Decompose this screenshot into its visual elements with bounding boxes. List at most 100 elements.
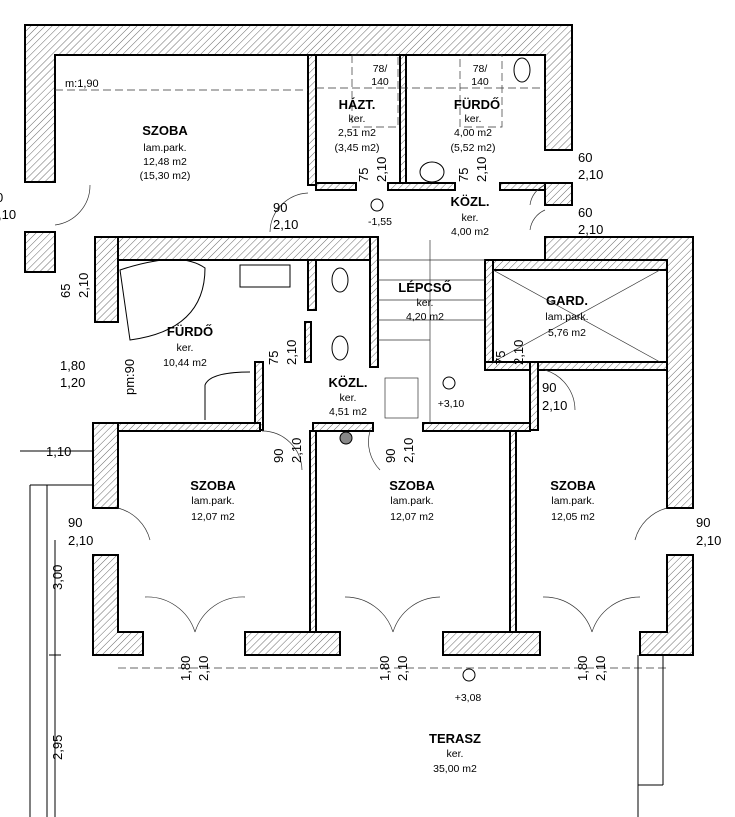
svg-text:2,10: 2,10	[511, 340, 526, 365]
svg-text:2,10: 2,10	[696, 533, 721, 548]
svg-text:60: 60	[578, 150, 592, 165]
svg-text:90: 90	[696, 515, 710, 530]
room-szoba-nw: m:1,90 SZOBA lam.park. 12,48 m2 (15,30 m…	[65, 78, 190, 182]
svg-text:,10: ,10	[0, 207, 16, 222]
svg-text:KÖZL.: KÖZL.	[329, 375, 368, 390]
svg-text:90: 90	[271, 449, 286, 463]
walls	[24, 24, 694, 656]
svg-text:75: 75	[493, 351, 508, 365]
svg-text:2,10: 2,10	[196, 656, 211, 681]
level-markers: -1,55 +3,10 +3,08	[339, 198, 482, 704]
svg-text:SZOBA: SZOBA	[190, 478, 236, 493]
svg-text:2,10: 2,10	[578, 222, 603, 237]
svg-text:lam.park.: lam.park.	[390, 495, 433, 507]
room-kozl-n: KÖZL. ker. 4,00 m2	[451, 194, 490, 238]
room-lepcso: LÉPCSŐ ker. 4,20 m2	[398, 280, 451, 323]
room-gard: GARD. lam.park. 5,76 m2	[545, 293, 588, 339]
svg-text:140: 140	[371, 76, 389, 88]
svg-text:2,10: 2,10	[401, 438, 416, 463]
svg-text:75: 75	[266, 351, 281, 365]
room-furdo-w: FÜRDŐ ker. 10,44 m2 pm:90	[122, 324, 213, 395]
svg-text:LÉPCSŐ: LÉPCSŐ	[398, 280, 451, 295]
svg-text:4,20 m2: 4,20 m2	[406, 311, 444, 323]
svg-text:FÜRDŐ: FÜRDŐ	[454, 97, 500, 112]
svg-text:ker.: ker.	[417, 297, 434, 309]
svg-text:0: 0	[0, 190, 3, 205]
level-terasz: +3,08	[455, 692, 482, 704]
svg-text:1,80: 1,80	[377, 656, 392, 681]
room-szoba-sm: SZOBA lam.park. 12,07 m2	[389, 478, 435, 523]
svg-text:(15,30 m2): (15,30 m2)	[140, 170, 191, 182]
svg-text:SZOBA: SZOBA	[142, 123, 188, 138]
level-marker-icon	[442, 376, 456, 390]
room-terasz: TERASZ ker. 35,00 m2	[429, 731, 481, 775]
room-furdo-n: 78/ 140 FÜRDŐ ker. 4,00 m2 (5,52 m2)	[451, 63, 501, 154]
svg-text:90: 90	[68, 515, 82, 530]
fixtures	[20, 54, 670, 817]
svg-text:1,80: 1,80	[60, 358, 85, 373]
svg-text:90: 90	[383, 449, 398, 463]
svg-text:75: 75	[456, 168, 471, 182]
svg-text:lam.park.: lam.park.	[551, 495, 594, 507]
svg-text:140: 140	[471, 76, 489, 88]
svg-text:4,00 m2: 4,00 m2	[454, 127, 492, 139]
svg-text:m:1,90: m:1,90	[65, 78, 99, 90]
svg-text:4,51 m2: 4,51 m2	[329, 406, 367, 418]
chimney-icon	[339, 431, 353, 445]
svg-text:12,07 m2: 12,07 m2	[390, 511, 434, 523]
dimension-labels: 1,10 3,00 2,95	[46, 444, 71, 817]
svg-text:TERASZ: TERASZ	[429, 731, 481, 746]
svg-text:pm:90: pm:90	[122, 359, 137, 395]
svg-text:lam.park.: lam.park.	[143, 142, 186, 154]
room-szoba-se: SZOBA lam.park. 12,05 m2	[550, 478, 596, 523]
level-kozl-n: -1,55	[368, 216, 392, 228]
svg-text:60: 60	[578, 205, 592, 220]
svg-text:(5,52 m2): (5,52 m2)	[451, 142, 496, 154]
svg-text:12,48 m2: 12,48 m2	[143, 156, 187, 168]
svg-text:10,44 m2: 10,44 m2	[163, 357, 207, 369]
svg-text:2,10: 2,10	[578, 167, 603, 182]
room-hazt: 78/ 140 HÁZT. ker. 2,51 m2 (3,45 m2)	[335, 63, 389, 154]
svg-text:35,00 m2: 35,00 m2	[433, 763, 477, 775]
svg-text:lam.park.: lam.park.	[191, 495, 234, 507]
level-marker-icon	[462, 668, 476, 682]
svg-text:ker.: ker.	[462, 212, 479, 224]
svg-text:2,10: 2,10	[76, 273, 91, 298]
svg-text:12,05 m2: 12,05 m2	[551, 511, 595, 523]
svg-text:GARD.: GARD.	[546, 293, 588, 308]
svg-text:5,76 m2: 5,76 m2	[548, 327, 586, 339]
svg-text:2,10: 2,10	[284, 340, 299, 365]
svg-text:1,80: 1,80	[575, 656, 590, 681]
svg-text:12,07 m2: 12,07 m2	[191, 511, 235, 523]
svg-text:FÜRDŐ: FÜRDŐ	[167, 324, 213, 339]
svg-text:1,80: 1,80	[178, 656, 193, 681]
svg-text:90: 90	[542, 380, 556, 395]
svg-text:65: 65	[58, 284, 73, 298]
svg-text:2,95: 2,95	[50, 735, 65, 760]
svg-text:3,00: 3,00	[50, 565, 65, 590]
svg-text:ker.: ker.	[340, 392, 357, 404]
svg-text:SZOBA: SZOBA	[550, 478, 596, 493]
svg-text:1,10: 1,10	[46, 444, 71, 459]
svg-text:ker.: ker.	[447, 748, 464, 760]
svg-text:SZOBA: SZOBA	[389, 478, 435, 493]
svg-text:HÁZT.: HÁZT.	[339, 97, 376, 112]
svg-text:4,00 m2: 4,00 m2	[451, 226, 489, 238]
room-szoba-sw: SZOBA lam.park. 12,07 m2	[190, 478, 236, 523]
svg-text:2,10: 2,10	[68, 533, 93, 548]
svg-text:ker.: ker.	[177, 342, 194, 354]
svg-text:2,10: 2,10	[593, 656, 608, 681]
svg-text:(3,45 m2): (3,45 m2)	[335, 142, 380, 154]
room-kozl-s: KÖZL. ker. 4,51 m2	[329, 375, 368, 418]
svg-text:75: 75	[356, 168, 371, 182]
svg-text:2,10: 2,10	[374, 157, 389, 182]
level-kozl-s: +3,10	[438, 398, 465, 410]
svg-text:2,10: 2,10	[273, 217, 298, 232]
svg-text:78/: 78/	[473, 63, 488, 75]
level-marker-icon	[370, 198, 384, 212]
svg-text:2,10: 2,10	[542, 398, 567, 413]
opening-labels: 0 ,10 90 2,10 75 2,10 75 2,10 60 2,10 60…	[0, 150, 721, 681]
svg-text:2,10: 2,10	[395, 656, 410, 681]
svg-text:ker.: ker.	[465, 113, 482, 125]
